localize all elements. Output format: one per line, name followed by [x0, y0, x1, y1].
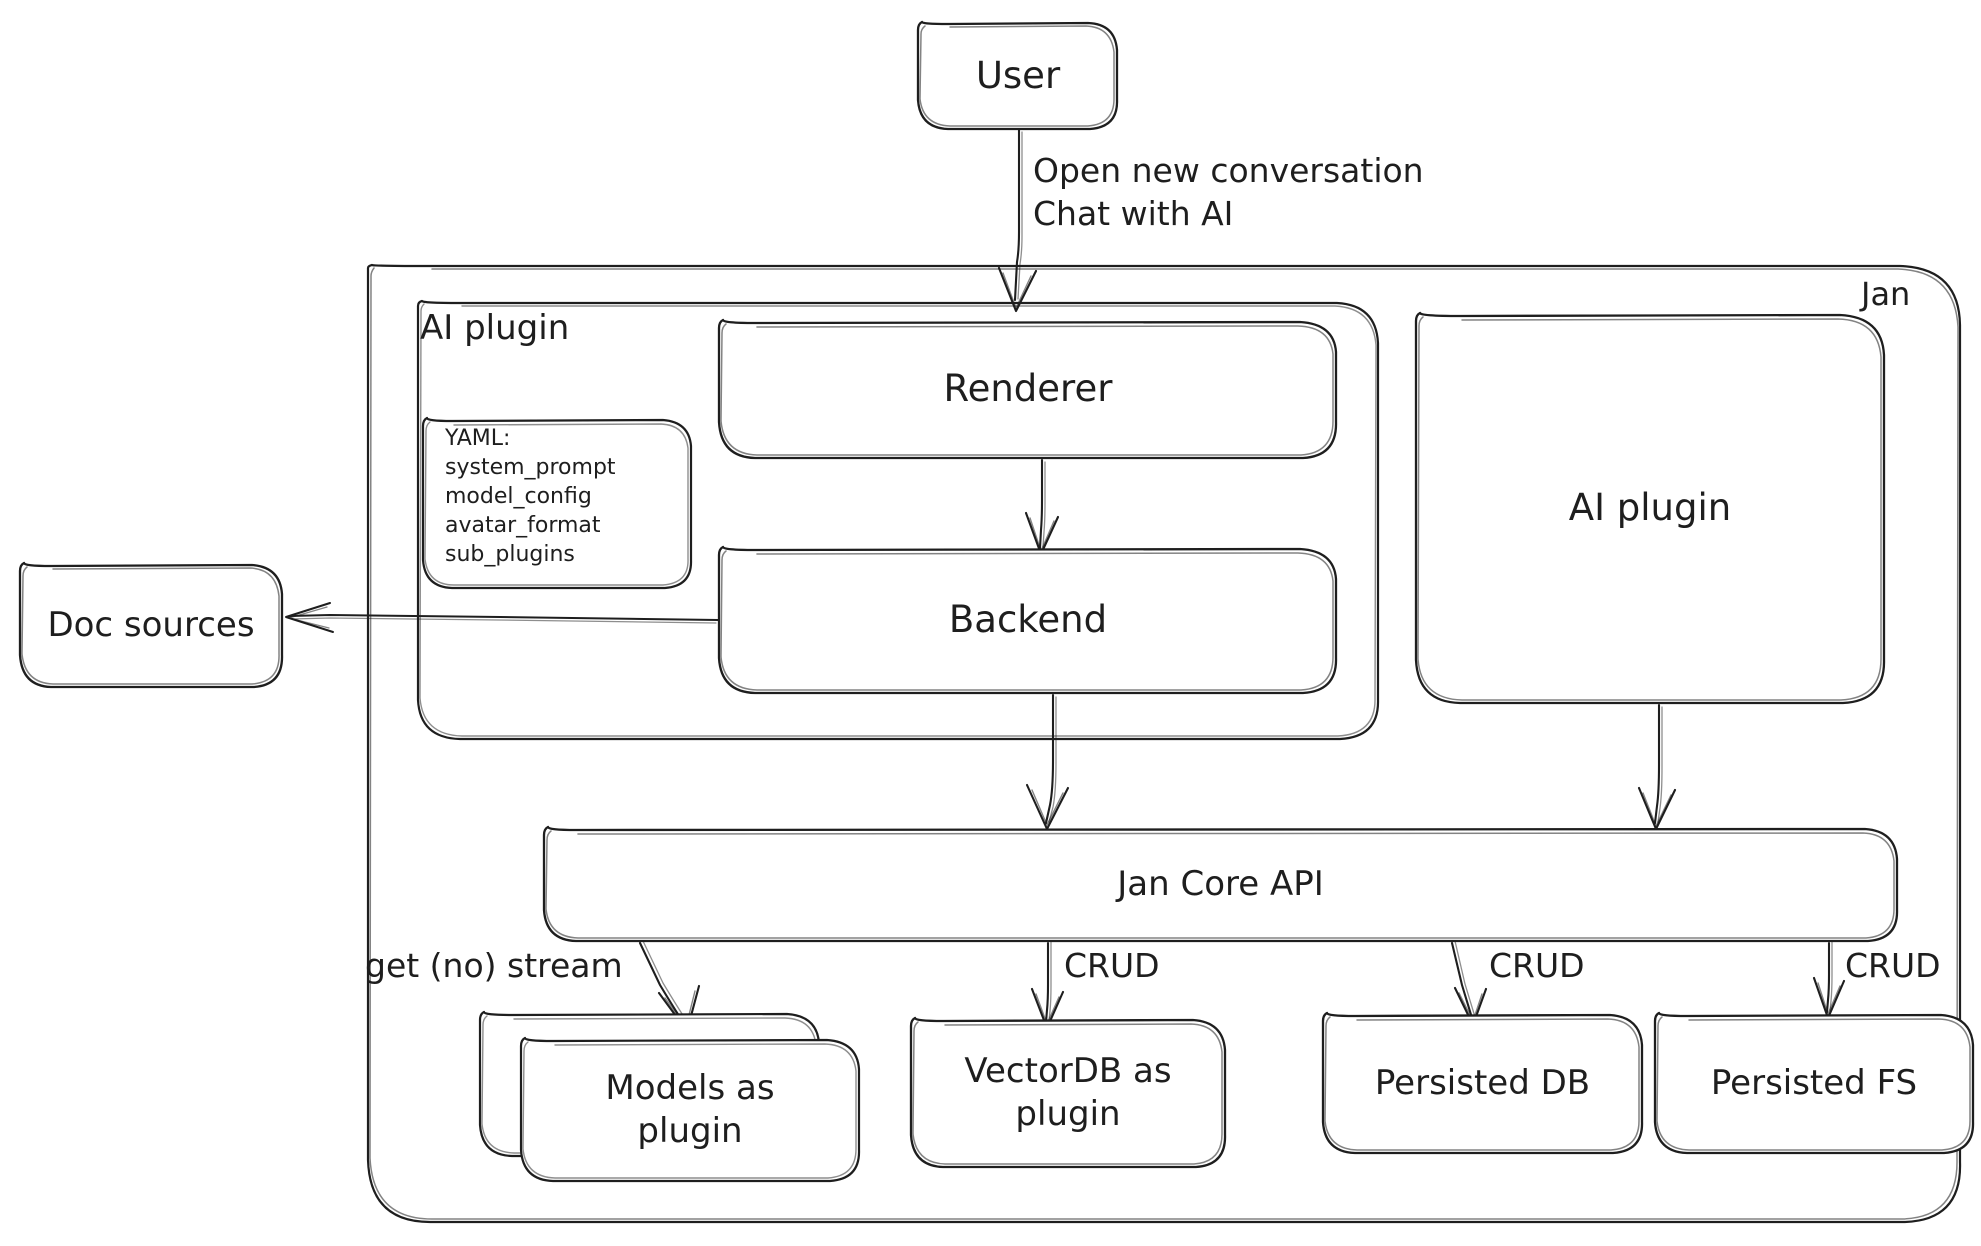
edge-label-crud-vectordb: CRUD	[1064, 946, 1160, 985]
node-renderer[interactable]	[719, 320, 1337, 458]
node-ai-plugin-right[interactable]	[1416, 313, 1884, 703]
node-yaml-config-shape[interactable]	[421, 416, 693, 590]
edge-renderer-to-backend	[1024, 458, 1060, 556]
group-jan[interactable]	[366, 263, 1962, 1224]
edge-backend-to-doc-sources	[285, 602, 719, 633]
group-label-jan: Jan	[1861, 275, 1911, 313]
node-ai-plugin-right-shape[interactable]	[1414, 311, 1886, 705]
node-doc-sources-shape[interactable]	[18, 561, 284, 689]
edge-core-api-to-persisted-fs	[1812, 940, 1846, 1020]
edge-core-api-to-vectordb	[1030, 940, 1065, 1030]
edge-label-get-no-stream: get (no) stream	[365, 946, 623, 985]
group-label-ai-plugin: AI plugin	[420, 308, 570, 348]
node-persisted-fs[interactable]	[1655, 1013, 1973, 1153]
edge-label-open-new-conversation: Open new conversation Chat with AI	[1033, 151, 1424, 233]
edge-label-crud-persisted-db: CRUD	[1489, 946, 1585, 985]
group-ai-plugin[interactable]	[416, 299, 1380, 741]
edge-ai-plugin-to-core-api	[1637, 703, 1677, 831]
node-yaml-config[interactable]	[423, 418, 691, 588]
node-vectordb-plugin-shape[interactable]	[909, 1016, 1227, 1169]
node-doc-sources[interactable]	[20, 563, 282, 687]
edge-user-to-renderer	[997, 128, 1038, 313]
node-persisted-db[interactable]	[1323, 1013, 1642, 1153]
node-models-plugin[interactable]	[480, 1012, 859, 1181]
edge-backend-to-core-api	[1025, 693, 1070, 831]
node-models-plugin-shape[interactable]	[478, 1010, 861, 1183]
node-persisted-db-shape[interactable]	[1321, 1011, 1644, 1155]
node-backend-shape[interactable]	[717, 545, 1338, 695]
node-persisted-fs-shape[interactable]	[1653, 1011, 1975, 1155]
node-yaml-config-label: YAML: system_prompt model_config avatar_…	[445, 426, 616, 568]
node-vectordb-plugin[interactable]	[911, 1018, 1225, 1167]
node-jan-core-api-shape[interactable]	[542, 825, 1899, 943]
node-renderer-shape[interactable]	[717, 318, 1338, 460]
node-user[interactable]	[918, 22, 1118, 130]
node-jan-core-api[interactable]	[544, 827, 1897, 941]
edge-label-crud-persisted-fs: CRUD	[1845, 946, 1941, 985]
node-user-shape[interactable]	[916, 20, 1119, 131]
node-backend[interactable]	[719, 547, 1337, 693]
